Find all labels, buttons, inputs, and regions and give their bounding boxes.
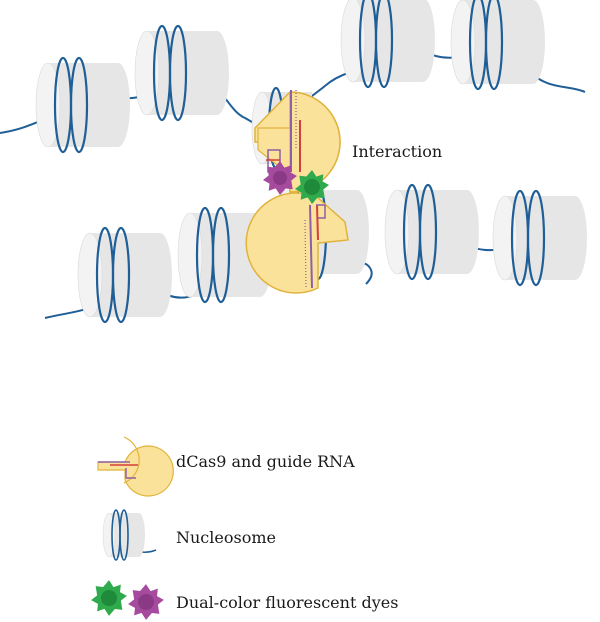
legend-dcas9-icon — [97, 436, 174, 497]
nucleosome — [339, 0, 437, 89]
legend-nucleosome-icon — [102, 509, 157, 561]
nucleosome — [76, 226, 174, 324]
nucleosome — [491, 189, 589, 287]
nucleosome — [34, 56, 132, 154]
nucleosome — [383, 183, 481, 281]
legend-label-nucleosome: Nucleosome — [176, 528, 276, 547]
legend-label-dcas9: dCas9 and guide RNA — [176, 452, 355, 471]
legend-label-dyes: Dual-color fluorescent dyes — [176, 593, 399, 612]
legend-dyes-icon — [91, 580, 164, 620]
green-dye-center — [304, 179, 320, 195]
interaction-label: Interaction — [352, 142, 443, 161]
magenta-dye-center — [273, 171, 287, 185]
dcas9-complex-bottom — [245, 192, 349, 294]
nucleosome — [449, 0, 547, 91]
nucleosome — [133, 24, 231, 122]
dcas9-complex-top — [254, 90, 341, 193]
